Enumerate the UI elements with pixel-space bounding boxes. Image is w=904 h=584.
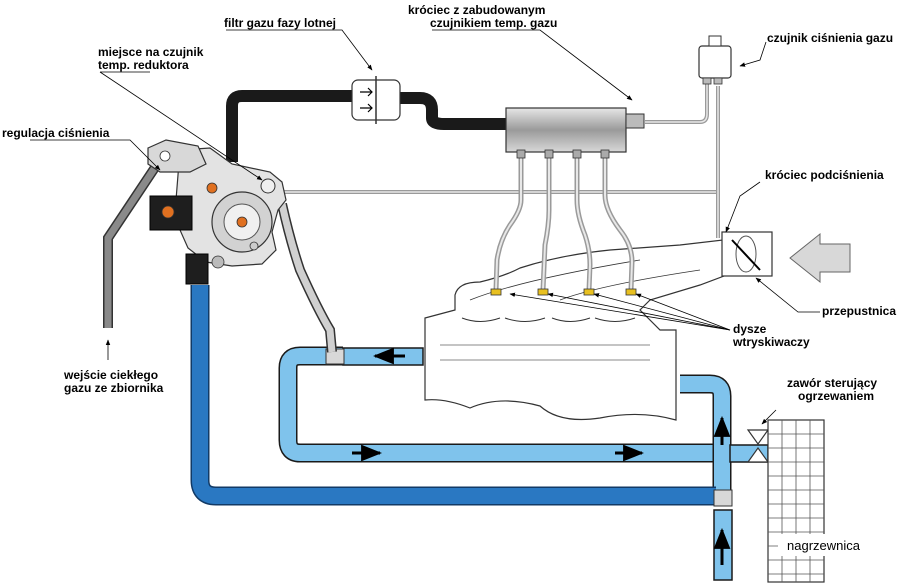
gas-manifold — [505, 107, 645, 159]
filter-outlet-hose — [398, 92, 506, 130]
valve-label-line1: zawór sterujący — [787, 376, 878, 390]
temp-sensor-label-line2: temp. reduktora — [98, 58, 189, 72]
filter-label: filtr gazu fazy lotnej — [224, 16, 337, 30]
filter-hose — [226, 90, 356, 162]
liquid-gas-inlet-label-line2: gazu ze zbiornika — [64, 381, 164, 395]
liquid-gas-inlet-label-line1: wejście ciekłego — [64, 368, 159, 382]
manifold-label-line1: króciec z zabudowanym — [408, 3, 546, 17]
reducer-outlet-port — [236, 216, 248, 228]
throttle-body — [721, 231, 851, 284]
reducer-coolant-hose — [192, 285, 716, 504]
leader-lines — [30, 29, 820, 425]
heater-core — [767, 419, 874, 583]
injector-nozzle — [583, 288, 595, 296]
coolant-loop — [280, 348, 722, 461]
intake-air-arrow — [789, 232, 851, 284]
heater-label: nagrzewnica — [787, 538, 860, 553]
reducer — [147, 139, 287, 285]
pressure-regulation-label: regulacja ciśnienia — [2, 126, 110, 140]
injectors-label-line1: dysze — [733, 322, 767, 336]
pressure-sensor-label: czujnik ciśnienia gazu — [767, 31, 894, 45]
engine-block — [424, 237, 741, 421]
injector-nozzle — [490, 288, 502, 296]
coolant-circuit — [190, 285, 769, 581]
coolant-return — [680, 376, 730, 504]
vacuum-port-label: króciec podciśnienia — [765, 168, 884, 182]
gas-pipes — [103, 80, 720, 353]
sensor-gas-line — [645, 80, 709, 124]
hose-clamp — [713, 489, 733, 507]
temp-sensor-label-line1: miejsce na czujnik — [98, 45, 204, 59]
heating-control-valve — [746, 429, 770, 463]
pressure-sensor — [698, 35, 732, 85]
pressure-regulator — [147, 139, 207, 173]
liquid-gas-inlet-pipe — [103, 157, 165, 328]
injectors-label-line2: wtryskiwaczy — [733, 335, 810, 349]
throttle-label: przepustnica — [822, 304, 897, 318]
gas-filter — [351, 76, 401, 124]
injector-nozzle — [537, 288, 549, 296]
valve-label-line2: ogrzewaniem — [798, 389, 875, 403]
manifold-label-line2: czujnikiem temp. gazu — [430, 16, 558, 30]
reducer-inlet-fitting — [185, 253, 209, 285]
injector-nozzle — [625, 288, 637, 296]
